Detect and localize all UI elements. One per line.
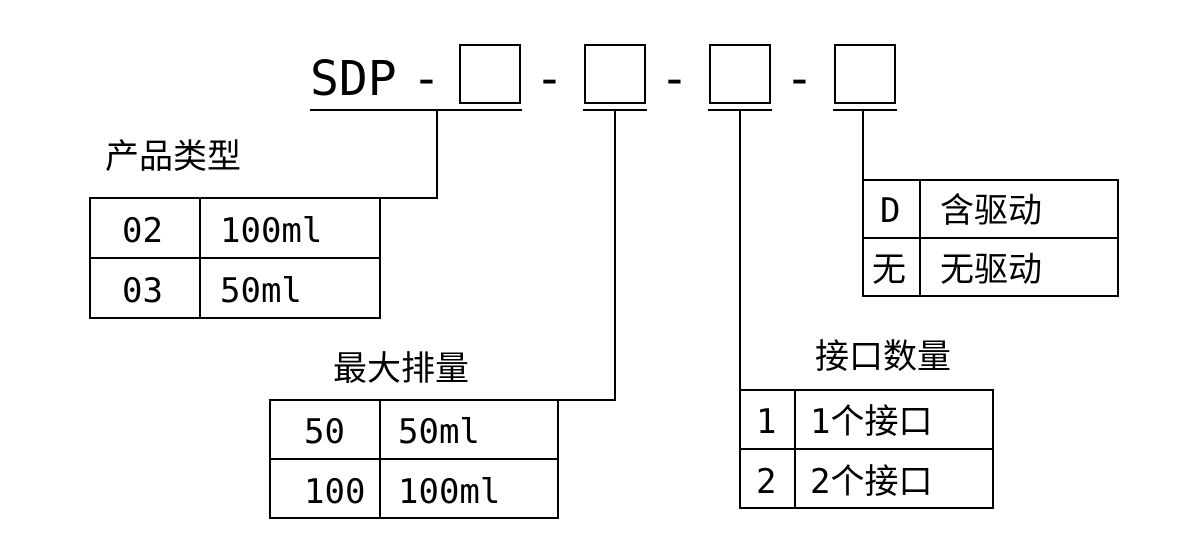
code-slot-4: [834, 44, 896, 104]
product-type-table: 02 100ml 03 50ml: [89, 197, 381, 319]
table-cell-code: 1: [756, 402, 776, 442]
table-cell-code: 2: [756, 462, 776, 502]
max-displacement-label: 最大排量: [333, 349, 469, 389]
table-cell-desc: 1个接口: [810, 402, 932, 442]
table-cell-desc: 50ml: [398, 412, 480, 452]
table-cell-desc: 100ml: [220, 211, 322, 251]
code-separator: -: [535, 51, 564, 107]
product-type-label: 产品类型: [105, 137, 241, 177]
table-cell-code: 03: [122, 271, 163, 311]
code-separator: -: [785, 51, 814, 107]
table-cell-code: 50: [304, 412, 345, 452]
table-cell-code: D: [880, 191, 900, 231]
max-displacement-table: 50 50ml 100 100ml: [269, 399, 559, 519]
code-separator: -: [660, 51, 689, 107]
table-cell-desc: 50ml: [220, 271, 302, 311]
connector-product-type: [380, 110, 438, 199]
table-cell-code: 02: [122, 211, 163, 251]
table-cell-desc: 100ml: [398, 472, 500, 512]
table-cell-code: 100: [304, 472, 365, 512]
driver-table: D 含驱动 无 无驱动: [862, 179, 1119, 297]
table-cell-desc: 无驱动: [940, 250, 1042, 290]
port-count-label: 接口数量: [815, 337, 951, 377]
table-cell-desc: 含驱动: [940, 191, 1042, 231]
connector-max-displacement: [558, 110, 616, 401]
port-count-table: 1 1个接口 2 2个接口: [739, 389, 994, 509]
table-cell-desc: 2个接口: [810, 462, 932, 502]
code-prefix: SDP: [310, 51, 397, 107]
table-cell-code: 无: [872, 250, 906, 290]
code-slot-2: [584, 44, 646, 104]
code-separator: -: [412, 51, 441, 107]
code-slot-1: [459, 44, 521, 104]
code-slot-3: [709, 44, 771, 104]
